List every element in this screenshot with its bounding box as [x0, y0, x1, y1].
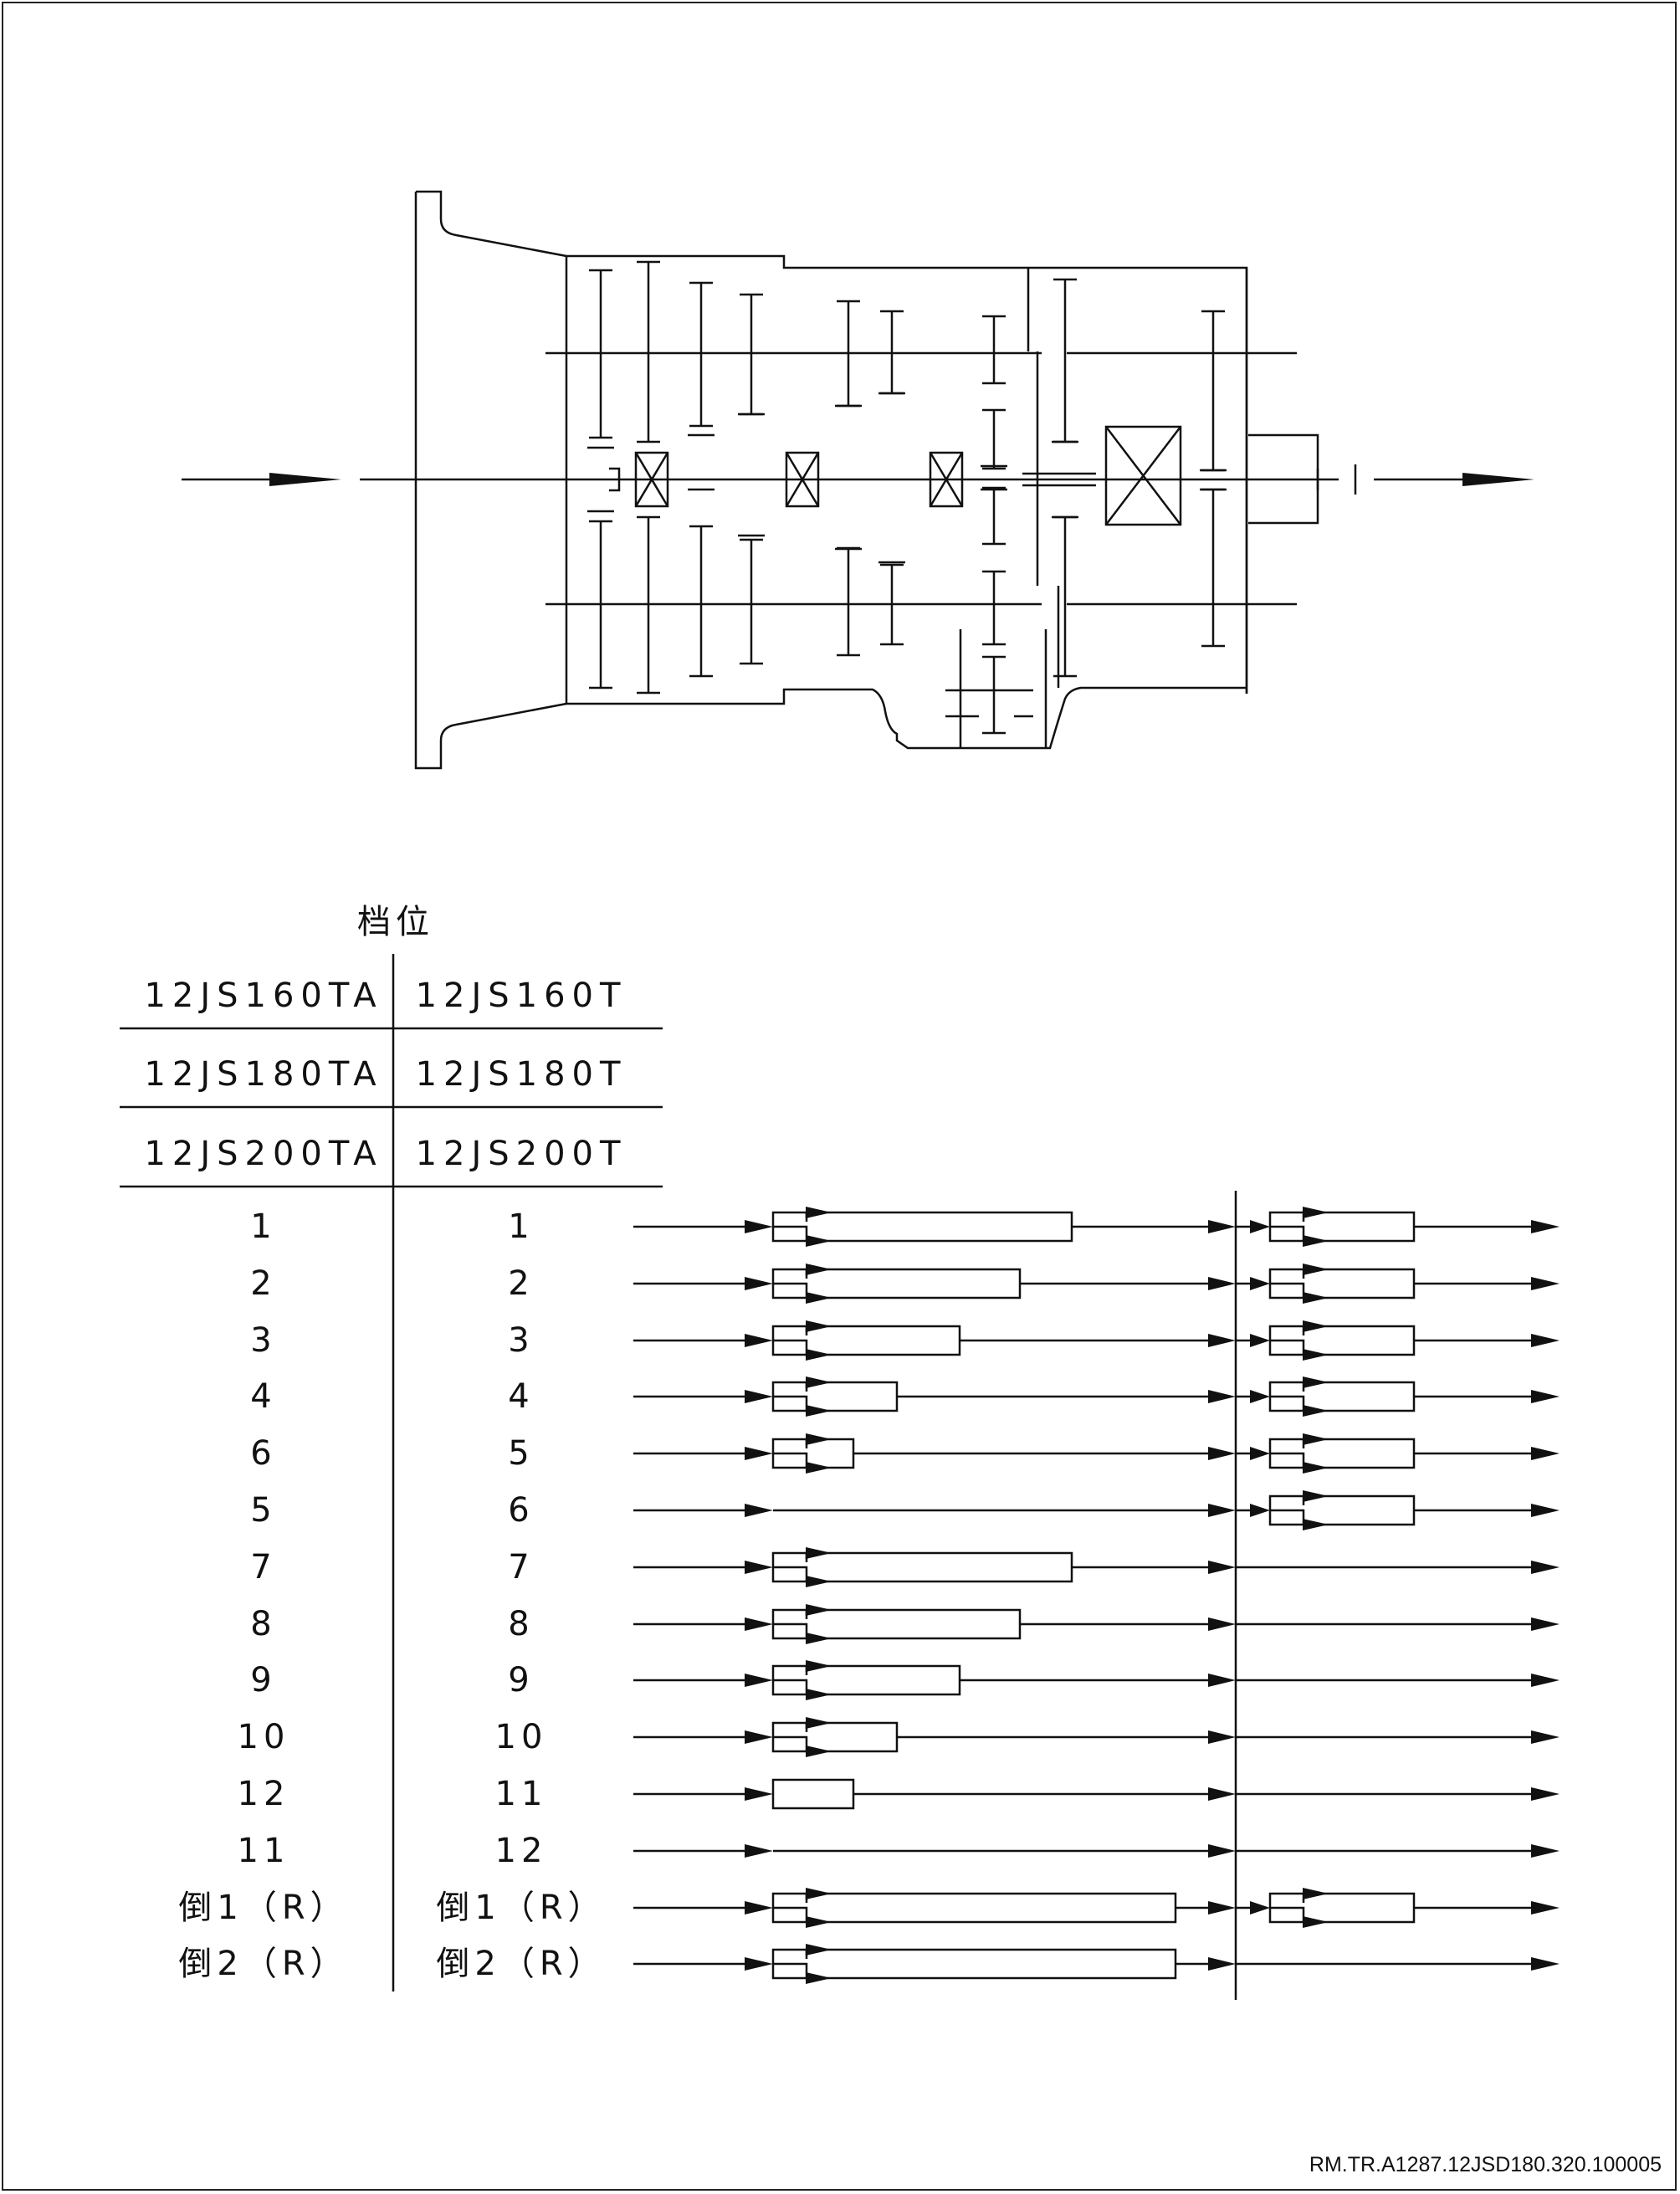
model-name-left: 12JS180TA [144, 1055, 383, 1094]
gear [1053, 515, 1077, 678]
gear-label-right: 9 [508, 1661, 535, 1699]
gear [982, 315, 1006, 385]
gear [689, 281, 713, 428]
gear-label-right: 3 [508, 1321, 535, 1360]
gear-label-left: 4 [250, 1377, 277, 1416]
range-planetary [1104, 425, 1182, 526]
gear-label-left: 7 [250, 1548, 277, 1587]
gear-label-left: 1 [250, 1207, 277, 1246]
table-header: 档位 [357, 903, 434, 941]
gear [1201, 310, 1225, 472]
gear-label-left: 11 [237, 1832, 290, 1870]
gear-label-left: 9 [250, 1661, 277, 1699]
gear-label-left: 6 [250, 1434, 277, 1473]
gear [740, 293, 763, 416]
gear-label-right: 10 [494, 1718, 548, 1756]
model-name-right: 12JS180T [415, 1055, 627, 1094]
gear-label-right: 5 [508, 1434, 535, 1473]
gear [837, 546, 860, 657]
model-name-left: 12JS160TA [144, 977, 383, 1015]
gear [982, 570, 1006, 646]
gear [1053, 278, 1077, 443]
gear-label-left: 2 [250, 1264, 277, 1303]
gear-label-right: 12 [494, 1832, 548, 1870]
gear [982, 655, 1006, 735]
gear-label-right: 8 [508, 1605, 535, 1643]
gear-label-left: 10 [237, 1718, 290, 1756]
model-name-left: 12JS200TA [144, 1135, 383, 1173]
input-arrow [182, 473, 341, 486]
output-arrow [1374, 473, 1534, 486]
gear-stacks [587, 260, 1227, 735]
gear [637, 515, 660, 695]
gear-label-right: 7 [508, 1548, 535, 1587]
gear [982, 486, 1006, 546]
shafts [360, 351, 1357, 606]
gear-label-left: 倒1（R） [178, 1889, 349, 1927]
gear [589, 520, 612, 689]
gear-label-left: 倒2（R） [178, 1945, 349, 1983]
gear-label-right: 4 [508, 1377, 535, 1416]
gear [1201, 488, 1225, 648]
synchronizer [929, 451, 964, 508]
model-name-right: 12JS160T [415, 977, 627, 1015]
gear-label-right: 倒1（R） [436, 1889, 607, 1927]
gear [637, 260, 660, 443]
gear [740, 538, 763, 665]
input-dog-clutch [609, 467, 621, 492]
gear-label-left: 5 [250, 1491, 277, 1530]
gear-label-right: 2 [508, 1264, 535, 1303]
gear-label-right: 11 [494, 1775, 548, 1813]
gear [982, 408, 1006, 470]
gear [589, 269, 612, 439]
transmission-schematic [182, 190, 1534, 770]
gearbox-housing [565, 254, 1248, 750]
model-name-right: 12JS200T [415, 1135, 627, 1173]
gear-label-right: 倒2（R） [436, 1945, 607, 1983]
gear [689, 525, 713, 678]
gear [880, 563, 904, 646]
clutch-housing [414, 190, 567, 770]
synchronizer [785, 451, 820, 508]
gear-label-left: 3 [250, 1321, 277, 1360]
gear-label-left: 8 [250, 1605, 277, 1643]
gear-label-right: 6 [508, 1491, 535, 1530]
synchronizers [634, 451, 964, 508]
gear-label-left: 12 [237, 1775, 290, 1813]
document-code: RM.TR.A1287.12JSD180.320.100005 [1309, 2153, 1662, 2176]
synchronizer [634, 451, 669, 508]
gear-label-right: 1 [508, 1207, 535, 1246]
